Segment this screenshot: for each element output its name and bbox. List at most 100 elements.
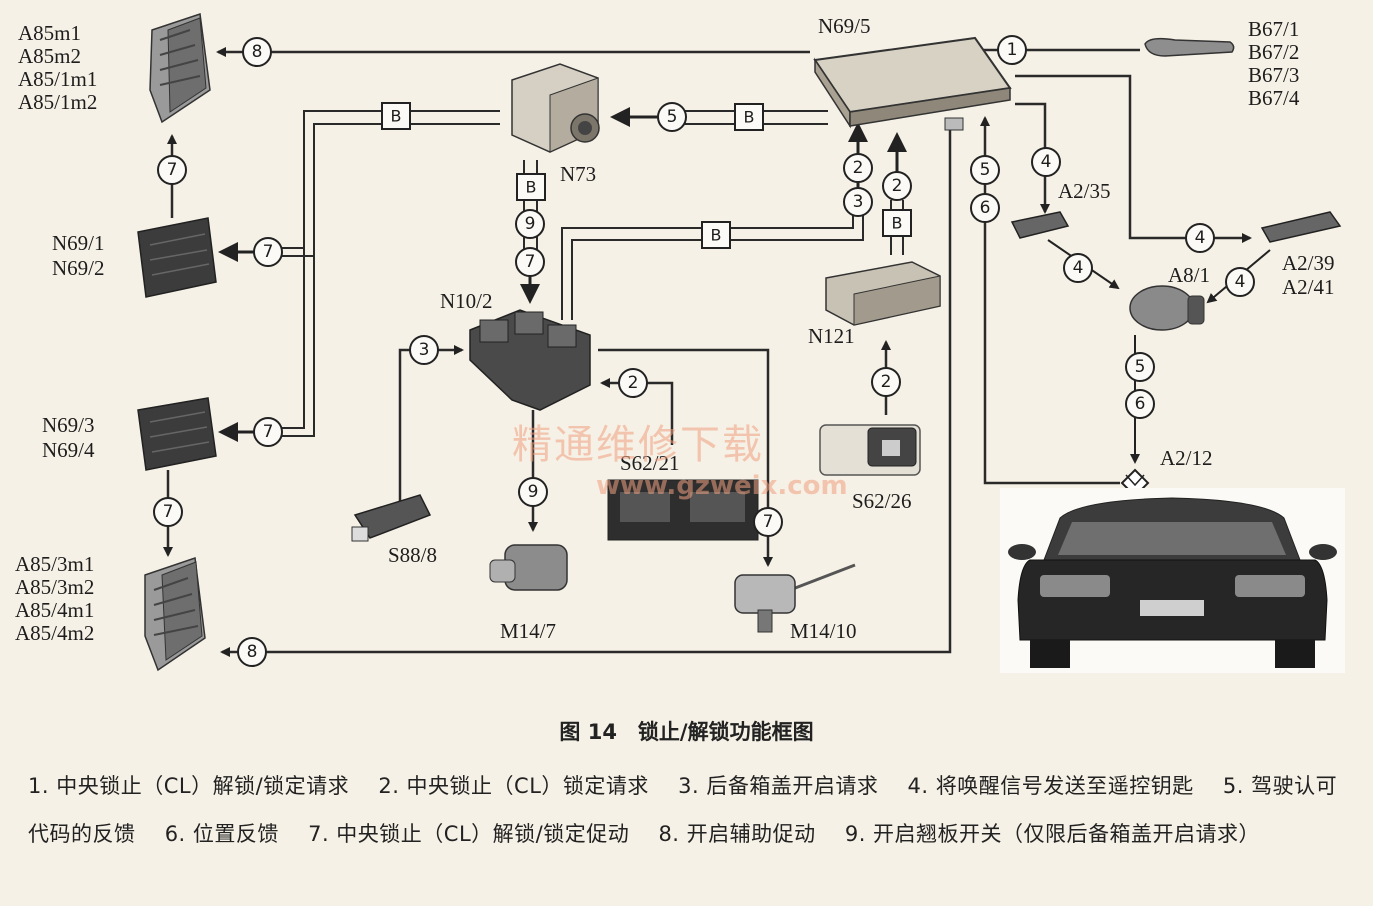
marker-7-n69-1-text: 7 bbox=[263, 242, 274, 262]
label-n69-1: N69/1 bbox=[52, 231, 105, 255]
label-n69-2: N69/2 bbox=[52, 256, 105, 280]
a85-front-lock-actuator bbox=[149, 13, 211, 124]
marker-7-a85-front-text: 7 bbox=[167, 160, 178, 180]
label-n73: N73 bbox=[560, 162, 596, 186]
marker-6-wireless bbox=[1125, 389, 1155, 419]
marker-7-a85-rear-text: 7 bbox=[163, 502, 174, 522]
marker-2-n121-text: 2 bbox=[881, 372, 892, 392]
marker-3-s88 bbox=[409, 335, 439, 365]
legend-item-3: 3. 后备箱盖开启请求 bbox=[678, 774, 879, 798]
s62-21-switch bbox=[607, 479, 759, 541]
label-a85m1: A85m1 bbox=[18, 21, 81, 45]
marker-5-right bbox=[970, 155, 1000, 185]
label-m14-10: M14/10 bbox=[790, 619, 857, 643]
bus-label-n73: B bbox=[744, 108, 755, 127]
n121-module bbox=[825, 261, 941, 326]
marker-9-n73-text: 9 bbox=[525, 214, 536, 234]
legend: 1. 中央锁止（CL）解锁/锁定请求 2. 中央锁止（CL）锁定请求 3. 后备… bbox=[28, 762, 1348, 858]
block-diagram: 8 1 7 5 2 3 2 5 6 4 4 4 4 5 6 9 7 7 7 7 … bbox=[15, 13, 1345, 673]
b67-door-handle bbox=[1144, 37, 1235, 57]
watermark: 精通维修下载 www.gzweix.com bbox=[512, 422, 848, 501]
m14-7-motor bbox=[489, 544, 568, 591]
bus-label-n121: B bbox=[892, 214, 903, 233]
bus-label-left: B bbox=[391, 107, 402, 126]
legend-item-5: 5. 驾驶认可代码的反馈 bbox=[28, 774, 1338, 846]
label-n121: N121 bbox=[808, 324, 855, 348]
label-a85m2: A85m2 bbox=[18, 44, 81, 68]
a85-rear-lock-actuator bbox=[144, 556, 206, 672]
legend-item-8: 8. 开启辅助促动 bbox=[658, 822, 816, 846]
label-a85-4m2: A85/4m2 bbox=[15, 621, 94, 645]
legend-item-6: 6. 位置反馈 bbox=[164, 822, 279, 846]
marker-8-top-text: 8 bbox=[252, 42, 263, 62]
label-a85-3m2: A85/3m2 bbox=[15, 575, 94, 599]
component-labels: N69/5 A85m1 A85m2 A85/1m1 A85/1m2 B67/1 … bbox=[15, 14, 1335, 645]
bus-label-n10: B bbox=[711, 226, 722, 245]
marker-7-a85-rear bbox=[153, 497, 183, 527]
marker-7-a85-front bbox=[157, 155, 187, 185]
n10-2-sam-module bbox=[469, 309, 591, 411]
bus-label-n73-down: B bbox=[526, 178, 537, 197]
marker-2-s62-21-text: 2 bbox=[628, 373, 639, 393]
s62-26-switch bbox=[819, 424, 921, 476]
legend-item-2: 2. 中央锁止（CL）锁定请求 bbox=[378, 774, 649, 798]
label-n69-4: N69/4 bbox=[42, 438, 95, 462]
marker-9-m14-7-text: 9 bbox=[528, 482, 539, 502]
s88-8-switch bbox=[351, 494, 432, 542]
label-b67-2: B67/2 bbox=[1248, 40, 1299, 64]
a8-1-remote-key bbox=[1129, 285, 1205, 331]
figure-caption: 图 14 锁止/解锁功能框图 bbox=[559, 720, 814, 744]
a2-39-antenna bbox=[1260, 211, 1342, 243]
marker-9-m14-7 bbox=[518, 477, 548, 507]
marker-5-wireless bbox=[1125, 352, 1155, 382]
marker-8-top bbox=[242, 37, 272, 67]
marker-5-right-text: 5 bbox=[980, 160, 991, 180]
watermark-url: www.gzweix.com bbox=[596, 471, 848, 501]
marker-5-n73-text: 5 bbox=[667, 107, 678, 127]
marker-1-text: 1 bbox=[1007, 40, 1018, 60]
label-n69-3: N69/3 bbox=[42, 413, 95, 437]
watermark-chinese: 精通维修下载 bbox=[512, 422, 764, 468]
marker-4-a2-39-text: 4 bbox=[1195, 228, 1206, 248]
marker-9-n73 bbox=[515, 209, 545, 239]
marker-1 bbox=[997, 35, 1027, 65]
label-a85-1m1: A85/1m1 bbox=[18, 67, 97, 91]
marker-2-s62-21 bbox=[618, 368, 648, 398]
marker-5-wireless-text: 5 bbox=[1135, 357, 1146, 377]
car-rear-view bbox=[1000, 488, 1345, 673]
legend-item-9: 9. 开启翘板开关（仅限后备箱盖开启请求） bbox=[844, 822, 1261, 846]
label-a85-4m1: A85/4m1 bbox=[15, 598, 94, 622]
m14-10-actuator bbox=[734, 563, 856, 633]
label-b67-4: B67/4 bbox=[1248, 86, 1300, 110]
marker-8-bottom-text: 8 bbox=[247, 642, 258, 662]
label-a8-1: A8/1 bbox=[1168, 263, 1210, 287]
marker-4-wireless-left bbox=[1063, 253, 1093, 283]
label-b67-1: B67/1 bbox=[1248, 17, 1299, 41]
n69-1-door-module bbox=[137, 217, 217, 298]
marker-7-n69-3-text: 7 bbox=[263, 422, 274, 442]
label-a85-1m2: A85/1m2 bbox=[18, 90, 97, 114]
marker-6-wireless-text: 6 bbox=[1135, 394, 1146, 414]
marker-2-right-text: 2 bbox=[892, 176, 903, 196]
label-s62-26: S62/26 bbox=[852, 489, 912, 513]
n69-3-door-module bbox=[137, 397, 217, 471]
marker-3-s88-text: 3 bbox=[419, 340, 430, 360]
marker-2-left bbox=[843, 153, 873, 183]
marker-7-m14-10 bbox=[753, 507, 783, 537]
marker-4-a2-35 bbox=[1031, 147, 1061, 177]
marker-7-n69-3 bbox=[253, 417, 283, 447]
label-a2-41: A2/41 bbox=[1282, 275, 1335, 299]
label-n69-5: N69/5 bbox=[818, 14, 871, 38]
marker-8-bottom bbox=[237, 637, 267, 667]
number-marker-labels: 8 1 7 5 2 3 2 5 6 4 4 4 4 5 6 9 7 7 7 7 … bbox=[163, 40, 1246, 662]
legend-item-7: 7. 中央锁止（CL）解锁/锁定促动 bbox=[308, 822, 630, 846]
number-markers bbox=[153, 35, 1255, 667]
legend-item-1: 1. 中央锁止（CL）解锁/锁定请求 bbox=[28, 774, 350, 798]
bus-box-labels: B B B B B bbox=[391, 107, 903, 245]
marker-5-n73 bbox=[657, 102, 687, 132]
legend-item-4: 4. 将唤醒信号发送至遥控钥匙 bbox=[907, 774, 1194, 798]
marker-7-n73-text: 7 bbox=[525, 252, 536, 272]
label-a2-12: A2/12 bbox=[1160, 446, 1213, 470]
marker-4-a2-35-text: 4 bbox=[1041, 152, 1052, 172]
label-s88-8: S88/8 bbox=[388, 543, 437, 567]
